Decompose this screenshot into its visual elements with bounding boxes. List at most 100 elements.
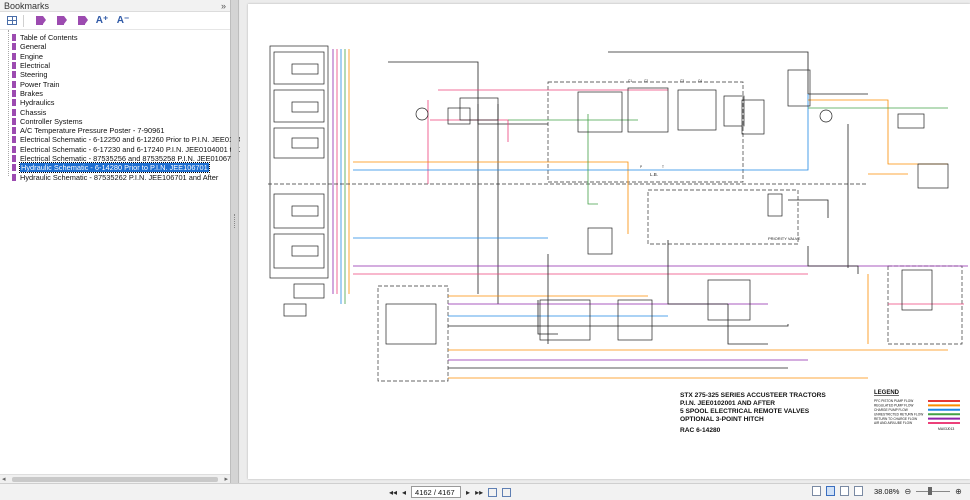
navigation-bar: ◂◂ ◂ ▸ ▸▸ 38.08% ⊖ ⊕ — [0, 483, 970, 500]
svg-text:RAC 6-14280: RAC 6-14280 — [680, 427, 721, 434]
previous-page-button[interactable]: ◂ — [402, 487, 407, 497]
page-number-field[interactable] — [411, 486, 462, 498]
bookmark-icon — [12, 34, 16, 44]
bookmark-item[interactable]: Electrical Schematic - 87535256 and 8753… — [12, 154, 254, 164]
svg-text:LEGEND: LEGEND — [874, 390, 900, 396]
bookmark-grid-icon[interactable] — [6, 15, 18, 27]
bookmark-item[interactable]: Engine — [12, 51, 230, 62]
svg-text:C1: C1 — [628, 79, 632, 83]
bookmark-label: Electrical Schematic - 87535256 and 8753… — [20, 154, 254, 163]
svg-text:5 SPOOL ELECTRICAL REMOTE VALV: 5 SPOOL ELECTRICAL REMOTE VALVES — [680, 408, 810, 415]
bookmark-icon — [12, 80, 16, 90]
scrollbar-thumb[interactable] — [11, 476, 219, 482]
legend-label: AIR AND AIR/LUBE FLOW — [874, 421, 912, 425]
bookmark-item[interactable]: Chassis — [12, 107, 230, 118]
schematic-page: C1 C2 C3 C4 P T L.B. PRIORITY VALVE STX … — [248, 4, 970, 479]
next-view-icon[interactable] — [502, 487, 512, 497]
bookmark-icon — [12, 89, 16, 99]
scroll-right-icon[interactable]: ▸ — [224, 476, 228, 483]
svg-text:MA03J013: MA03J013 — [938, 427, 954, 431]
collapse-panel-button[interactable]: » — [220, 0, 226, 11]
bookmark-item[interactable]: Brakes — [12, 88, 230, 99]
last-page-button[interactable]: ▸▸ — [475, 487, 484, 497]
bookmark-label: Table of Contents — [20, 33, 78, 43]
legend-label: REGULATED PUMP FLOW — [874, 404, 913, 408]
svg-text:C4: C4 — [698, 79, 702, 83]
bookmark-label: Controller Systems — [20, 116, 83, 126]
hydraulic-schematic: C1 C2 C3 C4 P T L.B. PRIORITY VALVE STX … — [268, 45, 968, 434]
bookmark-label: Engine — [20, 51, 44, 61]
bookmarks-title: Bookmarks — [4, 0, 50, 11]
schematic-labels: C1 C2 C3 C4 P T L.B. PRIORITY VALVE — [628, 79, 801, 241]
panel-splitter[interactable] — [231, 0, 239, 483]
bookmark-item[interactable]: General — [12, 42, 230, 53]
bookmark-icon — [12, 43, 16, 53]
zoom-slider[interactable] — [916, 486, 951, 496]
zoom-out-button[interactable]: ⊖ — [904, 486, 912, 496]
bookmark-item[interactable]: Hydraulics — [12, 98, 230, 109]
bookmark-label: Electrical Schematic - 6-12250 and 6-122… — [20, 135, 254, 145]
scroll-left-icon[interactable]: ◂ — [2, 476, 6, 483]
bookmark-item[interactable]: Electrical — [12, 61, 230, 72]
svg-text:OPTIONAL 3-POINT HITCH: OPTIONAL 3-POINT HITCH — [680, 416, 764, 423]
bookmark-icon — [12, 136, 16, 146]
continuous-view-icon[interactable] — [826, 486, 835, 496]
bookmark-go-icon[interactable] — [75, 15, 88, 27]
legend-label: CHARGE PUMP FLOW — [874, 408, 908, 412]
bookmark-item[interactable]: A/C Temperature Pressure Poster - 7-9096… — [12, 126, 230, 137]
bookmark-icon — [12, 145, 16, 155]
svg-text:P.I.N. JEE0102001 AND AFTER: P.I.N. JEE0102001 AND AFTER — [680, 400, 775, 407]
next-page-button[interactable]: ▸ — [466, 487, 471, 497]
bookmark-item[interactable]: Hydraulic Schematic - 87535262 P.I.N. JE… — [12, 172, 230, 183]
bookmark-item[interactable]: Electrical Schematic - 6-17230 and 6-172… — [12, 145, 256, 155]
bookmark-add-icon[interactable] — [33, 15, 46, 27]
single-page-view-icon[interactable] — [812, 486, 821, 496]
remote-valve-stack — [269, 45, 329, 317]
bookmark-icon — [12, 117, 16, 127]
bookmark-label: Electrical — [20, 61, 50, 71]
page-navigation: ◂◂ ◂ ▸ ▸▸ — [389, 486, 512, 498]
first-page-button[interactable]: ◂◂ — [389, 487, 398, 497]
bookmark-label: Electrical Schematic - 6-17230 and 6-172… — [20, 144, 256, 154]
bookmarks-header: Bookmarks » — [0, 0, 230, 12]
zoom-in-button[interactable]: ⊕ — [955, 486, 962, 496]
bookmark-item[interactable]: Steering — [12, 70, 230, 81]
svg-text:C3: C3 — [680, 79, 684, 83]
bookmark-icon — [12, 52, 16, 62]
bookmark-icon — [12, 127, 16, 137]
bookmark-label: Chassis — [20, 107, 47, 117]
shrink-text-button[interactable]: A⁻ — [116, 15, 130, 26]
svg-text:C2: C2 — [644, 79, 648, 83]
bookmark-icon — [12, 71, 16, 81]
bookmark-label: Steering — [20, 70, 48, 80]
bookmark-item[interactable]: Table of Contents — [12, 33, 230, 44]
zoom-controls: 38.08% ⊖ ⊕ — [812, 486, 962, 496]
zoom-slider-track — [916, 491, 951, 492]
bookmark-label: General — [20, 42, 47, 52]
bookmark-icon — [12, 108, 16, 118]
bookmark-label: Brakes — [20, 88, 44, 98]
legend-label: UNRESTRICTED RETURN FLOW — [874, 412, 923, 416]
two-page-continuous-icon[interactable] — [854, 486, 863, 496]
document-viewport[interactable]: C1 C2 C3 C4 P T L.B. PRIORITY VALVE STX … — [240, 0, 970, 483]
two-page-view-icon[interactable] — [840, 486, 849, 496]
previous-view-icon[interactable] — [488, 487, 498, 497]
bookmark-item[interactable]: Electrical Schematic - 6-12250 and 6-122… — [12, 135, 254, 146]
zoom-slider-thumb[interactable] — [927, 487, 932, 495]
bookmarks-horizontal-scrollbar[interactable]: ◂ ▸ — [0, 474, 230, 483]
bookmark-item[interactable]: Controller Systems — [12, 116, 230, 127]
bookmark-icon — [12, 164, 16, 174]
bookmark-label: A/C Temperature Pressure Poster - 7-9096… — [20, 126, 165, 136]
legend-label: PFC PISTON PUMP FLOW — [874, 399, 913, 403]
svg-text:PRIORITY VALVE: PRIORITY VALVE — [768, 236, 801, 241]
toolbar-divider — [23, 14, 24, 27]
enlarge-text-button[interactable]: A⁺ — [95, 15, 109, 26]
bookmark-icon — [12, 62, 16, 72]
bookmark-expand-icon[interactable] — [54, 15, 67, 27]
bookmark-item[interactable]: Hydraulic Schematic - 6-14280 Prior to P… — [12, 162, 230, 174]
bookmark-label: Hydraulics — [20, 98, 55, 108]
bookmark-item[interactable]: Power Train — [12, 79, 230, 90]
svg-text:L.B.: L.B. — [650, 172, 658, 177]
